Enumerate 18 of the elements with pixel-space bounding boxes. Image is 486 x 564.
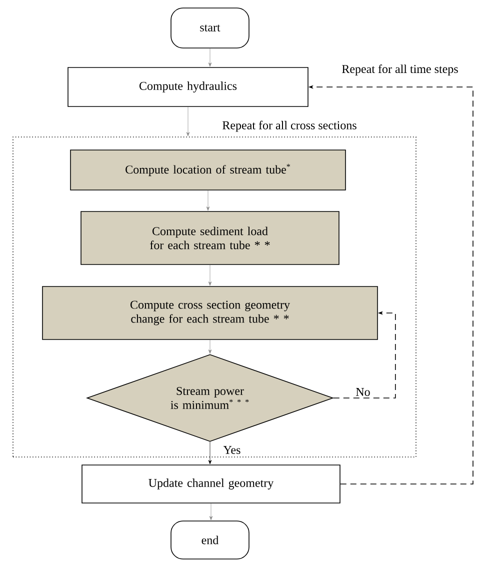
- process-box: Compute location of stream tube$^{*}$: [70, 150, 346, 190]
- process-box: Compute hydraulics: [68, 67, 308, 107]
- arrow: [186, 106, 190, 136]
- arrow: [208, 340, 212, 354]
- arrow: [208, 442, 212, 464]
- edge-label: No: [354, 387, 372, 397]
- terminal-box: start: [170, 8, 250, 48]
- edge-label: Yes: [222, 445, 242, 455]
- group-label: Repeat for all cross sections: [222, 120, 356, 132]
- arrow: [208, 264, 212, 286]
- arrow: [206, 190, 210, 211]
- arrow: [209, 503, 213, 520]
- process-box: Compute cross section geometry change for each stream tube * *: [42, 286, 378, 340]
- process-box: Compute sediment load for each stream tube * *: [80, 211, 340, 265]
- arrow: [208, 48, 212, 67]
- process-box: Update channel geometry: [82, 464, 340, 504]
- terminal-box: end: [170, 520, 250, 560]
- edge-label: Repeat for all time steps: [340, 64, 460, 76]
